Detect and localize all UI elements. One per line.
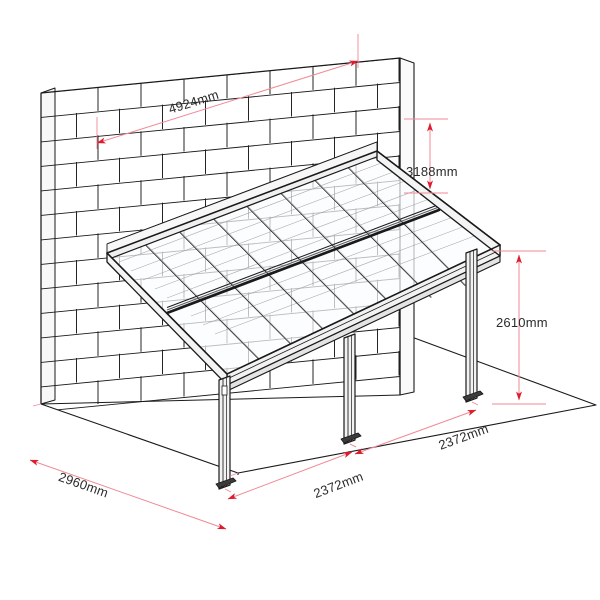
dimension-wall-attach-height: 3188mm xyxy=(404,118,458,194)
dimension-label-bay-span-front: 2372mm xyxy=(312,469,366,501)
dimension-label-wall-attach-height: 3188mm xyxy=(406,164,458,179)
polycarbonate-roof-panels xyxy=(106,141,501,392)
dimension-post-height: 2610mm xyxy=(492,250,548,405)
dimension-label-post-height: 2610mm xyxy=(496,315,548,330)
right-post xyxy=(462,248,484,403)
roof-purlins xyxy=(165,204,441,315)
dimension-label-projection-depth: 2960mm xyxy=(57,469,111,500)
